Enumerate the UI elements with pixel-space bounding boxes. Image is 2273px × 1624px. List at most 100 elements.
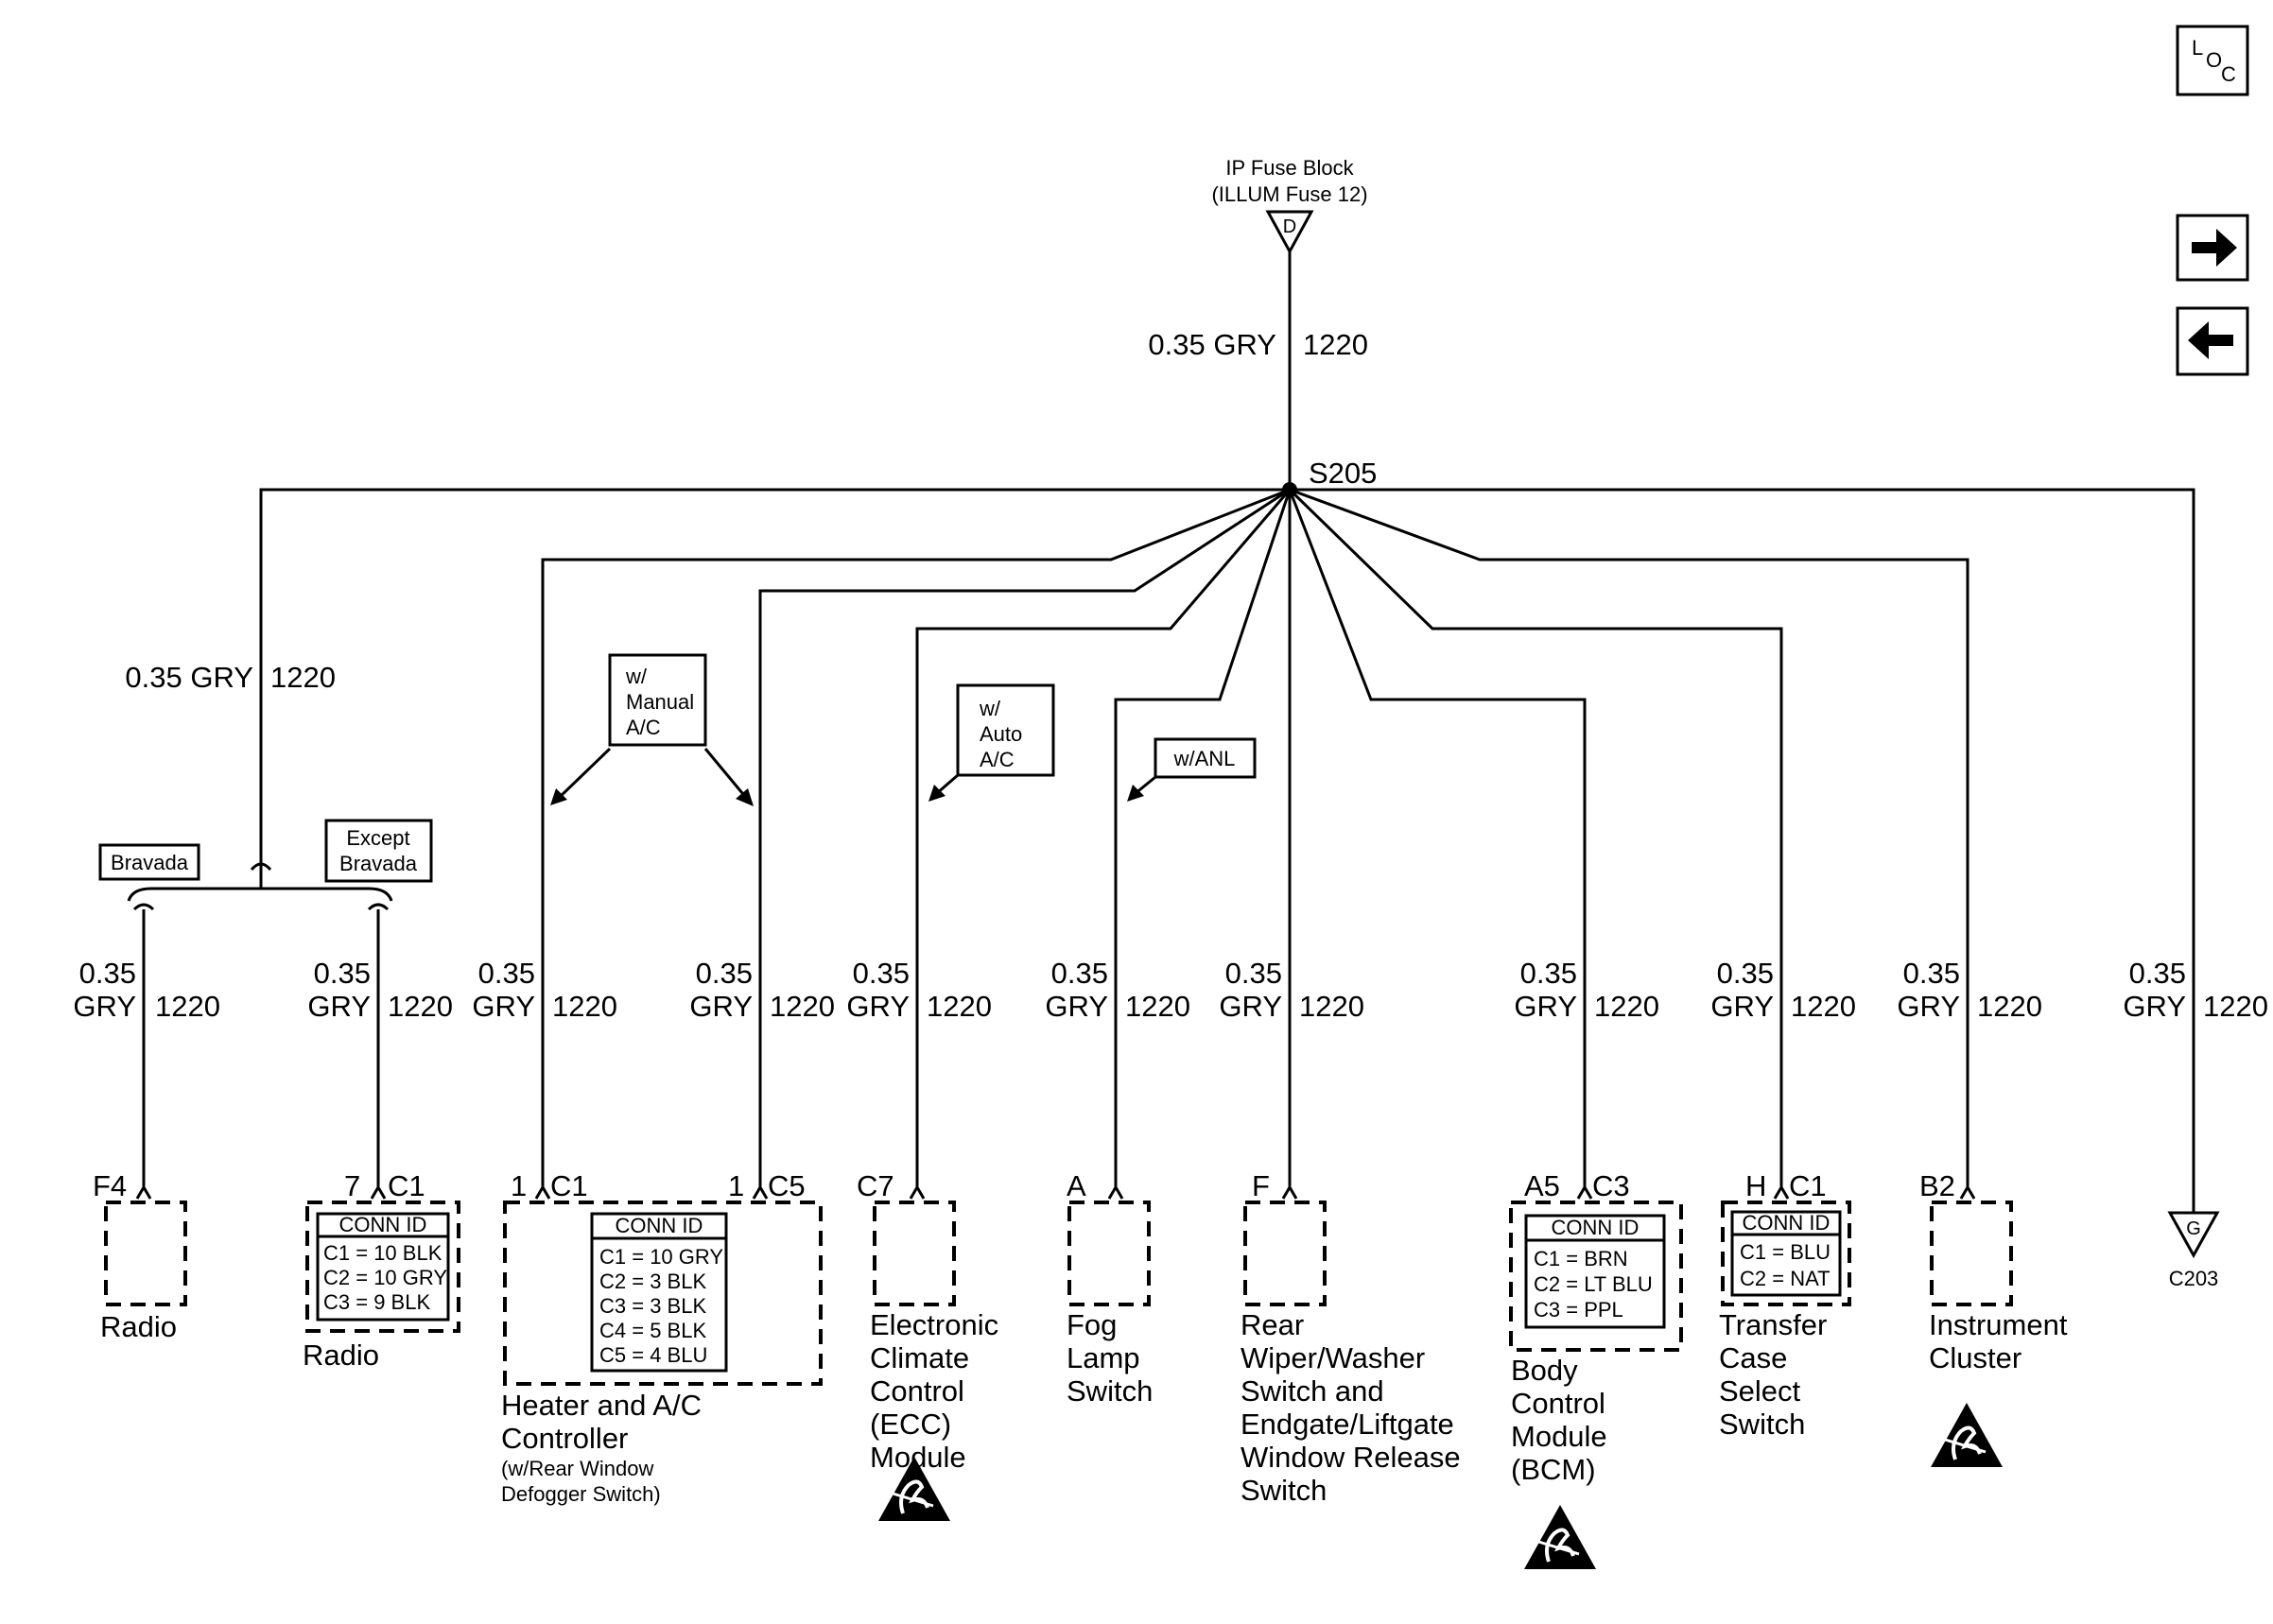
svg-text:Climate: Climate xyxy=(870,1341,969,1374)
svg-text:1220: 1220 xyxy=(388,990,453,1023)
svg-text:GRY: GRY xyxy=(1219,990,1282,1023)
svg-text:1220: 1220 xyxy=(155,990,220,1023)
svg-text:GRY: GRY xyxy=(1897,990,1960,1023)
svg-text:1: 1 xyxy=(511,1169,527,1202)
svg-text:C5: C5 xyxy=(768,1169,806,1202)
svg-text:Wiper/Washer: Wiper/Washer xyxy=(1241,1341,1425,1374)
svg-text:GRY: GRY xyxy=(1045,990,1108,1023)
terminal-marks xyxy=(135,1184,1976,1200)
ground-c203: G C203 xyxy=(2167,1211,2220,1290)
svg-text:C3 = 3 BLK: C3 = 3 BLK xyxy=(599,1294,706,1318)
svg-text:0.35: 0.35 xyxy=(1051,957,1108,990)
svg-text:C203: C203 xyxy=(2169,1267,2219,1290)
svg-text:1: 1 xyxy=(728,1169,744,1202)
anl-option: w/ANL xyxy=(1127,737,1257,802)
svg-text:Case: Case xyxy=(1719,1341,1787,1374)
svg-text:C3 = 9 BLK: C3 = 9 BLK xyxy=(323,1290,430,1314)
svg-text:Lamp: Lamp xyxy=(1067,1341,1140,1374)
svg-text:C: C xyxy=(2221,62,2236,86)
svg-text:C3: C3 xyxy=(1592,1169,1630,1202)
svg-text:Bravada: Bravada xyxy=(111,851,189,874)
svg-text:w/: w/ xyxy=(625,665,648,688)
fog-lamp-switch-component: A Fog Lamp Switch xyxy=(1067,1169,1153,1408)
svg-text:GRY: GRY xyxy=(846,990,910,1023)
svg-text:GRY: GRY xyxy=(73,990,136,1023)
svg-text:CONN ID: CONN ID xyxy=(339,1213,427,1236)
svg-text:0.35: 0.35 xyxy=(1520,957,1577,990)
loc-button[interactable]: L O C xyxy=(2176,25,2249,96)
instrument-cluster-component: B2 Instrument Cluster xyxy=(1919,1169,2068,1374)
radio-f4-pin: F4 xyxy=(93,1169,127,1202)
svg-text:C2 = LT BLU: C2 = LT BLU xyxy=(1534,1272,1653,1296)
svg-text:Instrument: Instrument xyxy=(1929,1308,2068,1341)
svg-text:7: 7 xyxy=(344,1169,360,1202)
forward-button[interactable] xyxy=(2176,214,2249,282)
svg-text:F: F xyxy=(1252,1169,1270,1202)
svg-text:A/C: A/C xyxy=(626,716,661,739)
svg-text:1220: 1220 xyxy=(927,990,992,1023)
esd-sensitive-icon xyxy=(1931,1403,2003,1467)
svg-text:0.35: 0.35 xyxy=(853,957,910,990)
svg-text:H: H xyxy=(1745,1169,1766,1202)
heater-ac-controller-component: 1 C1 1 C5 CONN ID C1 = 10 GRY C2 = 3 BLK… xyxy=(501,1169,823,1506)
trunk-wire-label: 0.35 GRY xyxy=(125,661,253,694)
svg-text:C1 = BLU: C1 = BLU xyxy=(1740,1240,1831,1264)
svg-text:CONN ID: CONN ID xyxy=(616,1214,703,1237)
svg-text:Controller: Controller xyxy=(501,1422,628,1455)
esd-sensitive-icon xyxy=(878,1457,950,1521)
svg-text:Switch: Switch xyxy=(1241,1474,1327,1507)
svg-text:1220: 1220 xyxy=(552,990,617,1023)
svg-text:0.35: 0.35 xyxy=(478,957,535,990)
feed-circuit-label: 1220 xyxy=(1303,328,1368,361)
svg-text:0.35: 0.35 xyxy=(2129,957,2186,990)
svg-text:(w/Rear Window: (w/Rear Window xyxy=(501,1457,653,1480)
svg-text:Except: Except xyxy=(346,826,409,850)
svg-text:1220: 1220 xyxy=(1791,990,1856,1023)
svg-text:C1 = BRN: C1 = BRN xyxy=(1534,1247,1628,1270)
svg-text:1220: 1220 xyxy=(1977,990,2042,1023)
radio-bravada-component: F4 Radio xyxy=(93,1169,187,1343)
svg-text:B2: B2 xyxy=(1919,1169,1955,1202)
svg-text:1220: 1220 xyxy=(2203,990,2268,1023)
svg-text:Window Release: Window Release xyxy=(1241,1441,1461,1474)
fuse-block-label: IP Fuse Block xyxy=(1225,156,1354,180)
svg-text:w/: w/ xyxy=(979,697,1001,720)
except-bravada-option-box xyxy=(324,819,433,883)
option-break xyxy=(250,862,272,872)
fuse-terminal-label: D xyxy=(1283,216,1296,237)
auto-ac-option: w/ Auto A/C xyxy=(928,683,1055,802)
svg-text:0.35: 0.35 xyxy=(1225,957,1282,990)
svg-text:GRY: GRY xyxy=(307,990,371,1023)
svg-text:C2 = NAT: C2 = NAT xyxy=(1740,1267,1831,1290)
svg-text:Switch: Switch xyxy=(1719,1408,1805,1441)
svg-text:Module: Module xyxy=(1511,1420,1607,1453)
svg-text:0.35: 0.35 xyxy=(314,957,371,990)
ground-terminal-icon xyxy=(2167,1211,2220,1259)
back-button[interactable] xyxy=(2176,306,2249,376)
svg-text:Radio: Radio xyxy=(100,1310,177,1343)
svg-text:GRY: GRY xyxy=(1514,990,1577,1023)
svg-text:C2 = 3 BLK: C2 = 3 BLK xyxy=(599,1270,706,1293)
svg-text:Rear: Rear xyxy=(1241,1308,1304,1341)
feed-wire-label: 0.35 GRY xyxy=(1148,328,1276,361)
svg-text:CONN ID: CONN ID xyxy=(1552,1216,1640,1239)
svg-text:Auto: Auto xyxy=(980,722,1022,746)
svg-text:L: L xyxy=(2192,36,2203,60)
svg-text:0.35: 0.35 xyxy=(79,957,136,990)
trunk-circuit-label: 1220 xyxy=(270,661,336,694)
bravada-option-box xyxy=(98,843,200,881)
svg-text:(BCM): (BCM) xyxy=(1511,1453,1596,1486)
option-bracket xyxy=(127,887,393,902)
svg-text:Manual: Manual xyxy=(626,690,694,714)
svg-text:GRY: GRY xyxy=(689,990,753,1023)
branch-wire-labels: 0.35 GRY 1220 0.35 GRY 1220 0.35 GRY 122… xyxy=(73,957,2268,1023)
esd-sensitive-icon xyxy=(1524,1505,1596,1569)
svg-text:GRY: GRY xyxy=(472,990,535,1023)
splice-label: S205 xyxy=(1309,457,1377,490)
transfer-case-switch-component: H C1 CONN ID C1 = BLU C2 = NAT Transfer … xyxy=(1719,1169,1851,1441)
svg-text:1220: 1220 xyxy=(1125,990,1190,1023)
svg-text:Electronic: Electronic xyxy=(870,1308,998,1341)
svg-text:C7: C7 xyxy=(857,1169,894,1202)
svg-text:1220: 1220 xyxy=(770,990,835,1023)
